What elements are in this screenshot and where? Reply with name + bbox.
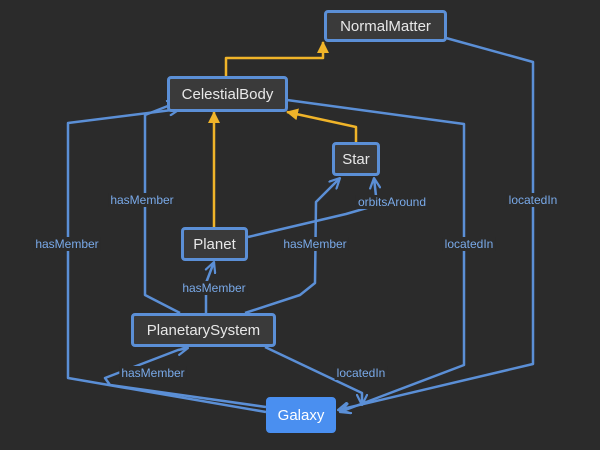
edge-label-hasmember: hasMember — [33, 237, 101, 251]
edge-label-hasmember: hasMember — [180, 281, 248, 295]
node-normalmatter[interactable]: NormalMatter — [324, 10, 447, 42]
edge-label-locatedin: locatedIn — [442, 237, 496, 251]
edge-planetarysystem-hasmember-star[interactable] — [244, 178, 340, 315]
edge-star-celestialbody[interactable] — [286, 108, 358, 142]
edge-normalmatter-locatedin-galaxy[interactable] — [338, 36, 535, 410]
edge-label-hasmember: hasMember — [108, 193, 176, 207]
edge-planet-orbitsaround-star[interactable] — [247, 178, 377, 239]
node-star[interactable]: Star — [332, 142, 380, 176]
edge-planetarysystem-locatedin-galaxy[interactable] — [264, 345, 362, 405]
edge-celestialbody-normalmatter[interactable] — [224, 41, 329, 76]
edge-galaxy-hasmember-planetarysystem[interactable] — [103, 348, 267, 409]
node-planet[interactable]: Planet — [181, 227, 248, 261]
edge-label-hasmember: hasMember — [281, 237, 349, 251]
edge-label-hasmember: hasMember — [119, 366, 187, 380]
edge-label-locatedin: locatedIn — [506, 193, 560, 207]
node-galaxy[interactable]: Galaxy — [266, 397, 336, 433]
edge-label-orbitsaround: orbitsAround — [355, 195, 429, 209]
edge-label-locatedin: locatedIn — [334, 366, 388, 380]
edge-planetarysystem-hasmember-celestialbody[interactable] — [143, 102, 181, 315]
node-planetarysystem[interactable]: PlanetarySystem — [131, 313, 276, 347]
node-celestialbody[interactable]: CelestialBody — [167, 76, 288, 112]
